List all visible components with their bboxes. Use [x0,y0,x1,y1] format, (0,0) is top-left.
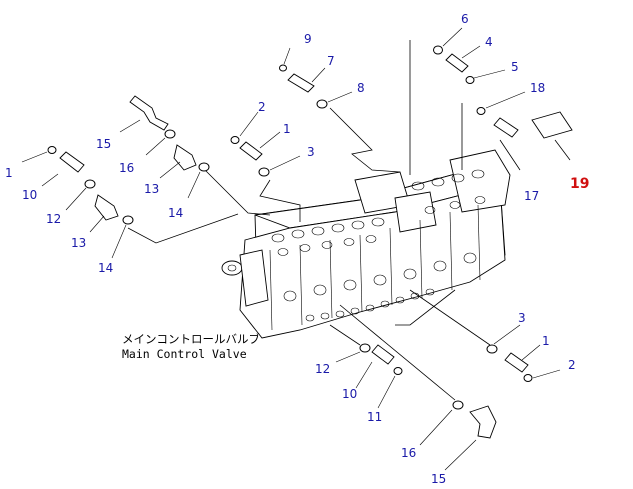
oring-11-icon [393,367,403,375]
callout-16-lower: 16 [401,446,416,460]
callout-1-lower: 1 [542,334,550,348]
main-control-valve-body [221,149,511,339]
oring-6-icon [433,45,443,55]
plug-13b-icon [94,194,119,221]
callout-13-left: 13 [71,236,86,250]
oring-2b-icon [523,374,533,382]
oring-2a-icon [230,136,240,144]
oring-9-icon [279,64,287,72]
callout-10-lower: 10 [342,387,357,401]
callout-7: 7 [327,54,335,68]
callout-17: 17 [524,189,539,203]
callout-12-left: 12 [46,212,61,226]
callout-15-lower: 15 [431,472,446,486]
callout-2-lower: 2 [568,358,576,372]
fitting-1c-icon [504,352,529,373]
diagram-caption: メインコントロールバルブ Main Control Valve [122,332,260,361]
oring-1b-icon [47,146,57,154]
oring-12a-icon [84,179,96,189]
plug-13a-icon [173,144,197,171]
oring-12b-icon [359,343,371,353]
caption-english: Main Control Valve [122,347,247,361]
callout-12-lower: 12 [315,362,330,376]
sensor-19-icon [531,111,573,139]
oring-3b-icon [486,344,498,354]
callout-19-highlight: 19 [570,176,589,192]
upper-port-row [271,169,486,256]
fitting-4-icon [445,53,469,73]
oring-8-icon [316,99,328,109]
fitting-1a-icon [239,141,263,161]
leader-lines [127,40,571,401]
fitting-7-icon [287,73,315,93]
fitting-17-icon [493,117,519,138]
callout-18: 18 [530,81,545,95]
oring-16a-icon [164,129,176,139]
caption-japanese: メインコントロールバルブ [122,332,260,346]
fitting-10a-icon [59,151,85,173]
elbow-15b-icon [469,405,497,439]
callout-4: 4 [485,35,493,49]
callout-1-left: 1 [5,166,13,180]
callout-2-upper: 2 [258,100,266,114]
callout-5: 5 [511,60,519,74]
lower-port-row [283,252,477,322]
oring-18-icon [476,107,486,115]
callout-10-left: 10 [22,188,37,202]
elbow-15a-icon [129,95,169,131]
callout-8: 8 [357,81,365,95]
callout-14-left: 14 [98,261,113,275]
callouts: 9 7 8 6 4 5 18 2 1 3 15 16 13 14 1 10 12… [5,12,589,486]
callout-6: 6 [461,12,469,26]
callout-15-upper: 15 [96,137,111,151]
fitting-10b-icon [371,344,395,365]
callout-1-upper: 1 [283,122,291,136]
callout-9: 9 [304,32,312,46]
callout-11: 11 [367,410,382,424]
callout-3-upper: 3 [307,145,315,159]
parts [21,27,573,471]
callout-3-lower: 3 [518,311,526,325]
oring-5-icon [465,76,475,84]
oring-14a-icon [198,162,210,172]
oring-3a-icon [258,167,270,177]
spool-sections [269,204,481,331]
oring-14b-icon [122,215,134,225]
oring-16b-icon [452,400,464,410]
callout-16-upper: 16 [119,161,134,175]
callout-14-upper: 14 [168,206,183,220]
callout-13-upper: 13 [144,182,159,196]
